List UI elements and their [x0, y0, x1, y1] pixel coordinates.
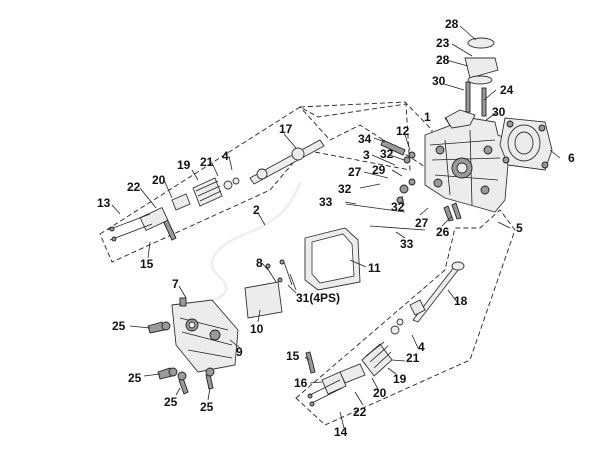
callout-21: 21 — [406, 351, 420, 365]
callout-6: 6 — [568, 151, 575, 165]
callout-10: 10 — [250, 322, 264, 336]
callout-8: 8 — [256, 256, 263, 270]
callout-15: 15 — [286, 349, 300, 363]
thermostat-housing — [464, 37, 499, 117]
callout-27: 27 — [415, 216, 429, 230]
callout-11: 11 — [368, 261, 381, 275]
callout-32: 32 — [338, 182, 352, 196]
callout-5: 5 — [516, 221, 523, 235]
camshaft — [249, 139, 325, 185]
callout-28: 28 — [445, 17, 459, 31]
callout-12: 12 — [396, 124, 410, 138]
callout-22: 22 — [127, 180, 141, 194]
callout-23: 23 — [436, 36, 450, 50]
callout-13: 13 — [97, 196, 111, 210]
callout-29: 29 — [372, 163, 386, 177]
callout-30: 30 — [492, 105, 506, 119]
callout-27: 27 — [348, 165, 362, 179]
exhaust-valve-assembly — [305, 261, 465, 407]
callout-25: 25 — [128, 371, 142, 385]
callout-25: 25 — [164, 395, 178, 409]
callout-24: 24 — [500, 83, 514, 97]
callout-4: 4 — [418, 340, 425, 354]
callout-16: 16 — [294, 376, 308, 390]
callout-34: 34 — [358, 132, 372, 146]
cylinder-head — [424, 109, 511, 213]
callout-18: 18 — [454, 294, 468, 308]
callout-15: 15 — [140, 257, 154, 271]
callout-30: 30 — [432, 74, 446, 88]
exhaust-flange — [499, 117, 553, 171]
intake-valve-assembly — [107, 177, 240, 242]
cover-plate — [244, 259, 297, 319]
callout-32: 32 — [380, 147, 394, 161]
callout-14: 14 — [334, 425, 348, 439]
callout-labels: 28 23 28 30 24 30 1 6 17 34 12 3 32 27 2… — [97, 17, 575, 439]
intake-valve-group-outline — [99, 103, 411, 263]
stud-bolts — [345, 139, 462, 231]
callout-2: 2 — [253, 203, 260, 217]
callout-7: 7 — [172, 277, 179, 291]
callout-22: 22 — [353, 405, 367, 419]
callout-20: 20 — [152, 173, 166, 187]
callout-31: 31(4PS) — [296, 291, 340, 305]
callout-19: 19 — [177, 158, 191, 172]
leader-lines — [111, 25, 561, 429]
callout-25: 25 — [200, 400, 214, 414]
exhaust-valve-group-outline — [295, 209, 516, 426]
callout-20: 20 — [373, 386, 387, 400]
coolant-hose-inner — [210, 181, 302, 302]
callout-9: 9 — [236, 345, 243, 359]
callout-4: 4 — [222, 149, 229, 163]
head-cover-gasket — [304, 227, 361, 291]
callout-25: 25 — [112, 319, 126, 333]
callout-33: 33 — [319, 195, 333, 209]
callout-19: 19 — [393, 372, 407, 386]
valve-cover — [171, 297, 239, 373]
callout-17: 17 — [279, 122, 293, 136]
callout-1: 1 — [424, 110, 431, 124]
callout-3: 3 — [363, 148, 370, 162]
callout-26: 26 — [436, 225, 450, 239]
callout-32: 32 — [391, 200, 405, 214]
callout-21: 21 — [200, 155, 214, 169]
callout-28: 28 — [436, 53, 450, 67]
bolt-set — [147, 321, 215, 395]
callout-33: 33 — [400, 237, 414, 251]
